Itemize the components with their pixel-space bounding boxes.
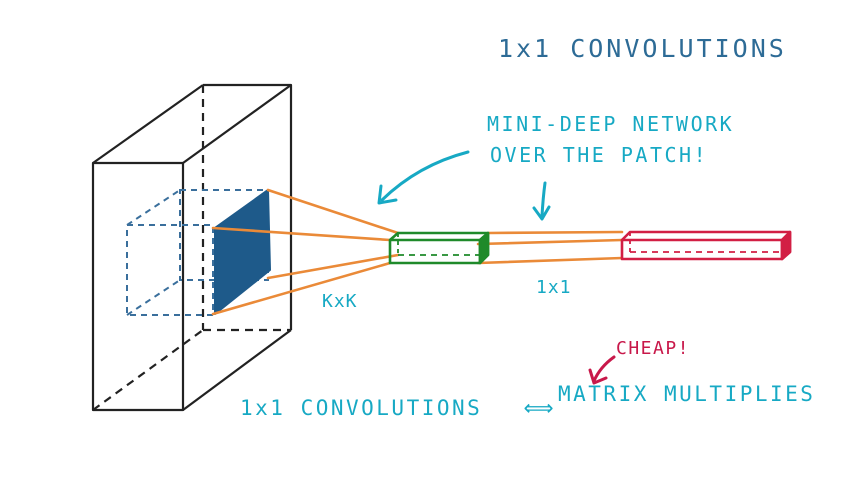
patch-face xyxy=(214,189,271,315)
projection-lines-kxk xyxy=(211,188,400,316)
input-volume-bottom-edge xyxy=(182,329,292,411)
input-volume-front-face xyxy=(91,161,185,412)
green-prism xyxy=(388,231,490,265)
equivalence-right-text: MATRIX MULTIPLIES xyxy=(558,382,816,406)
input-volume-top-right-edge xyxy=(182,84,292,164)
equivalence-left-text: 1x1 CONVOLUTIONS ⟺ xyxy=(240,396,556,420)
equivalence-left-label: 1x1 CONVOLUTIONS xyxy=(240,396,483,420)
input-volume-hidden-edges xyxy=(92,85,291,411)
annotation-line-2: OVER THE PATCH! xyxy=(490,143,709,167)
unit-size-label: 1x1 xyxy=(536,277,572,298)
annotation-arrow-curved xyxy=(377,150,470,205)
annotation-arrow-down xyxy=(532,181,551,221)
cheap-arrow xyxy=(588,355,616,385)
red-prism xyxy=(620,230,792,261)
input-volume xyxy=(91,83,293,412)
diagram-title: 1x1 CONVOLUTIONS xyxy=(498,34,787,63)
equivalence-arrow-icon: ⟺ xyxy=(523,396,557,420)
patch-size-label: KxK xyxy=(322,291,358,312)
projection-lines-1x1 xyxy=(476,230,624,265)
annotation-line-1: MINI-DEEP NETWORK xyxy=(487,112,735,136)
input-volume-top-left-edge xyxy=(92,84,204,164)
cheap-label: CHEAP! xyxy=(616,338,691,359)
